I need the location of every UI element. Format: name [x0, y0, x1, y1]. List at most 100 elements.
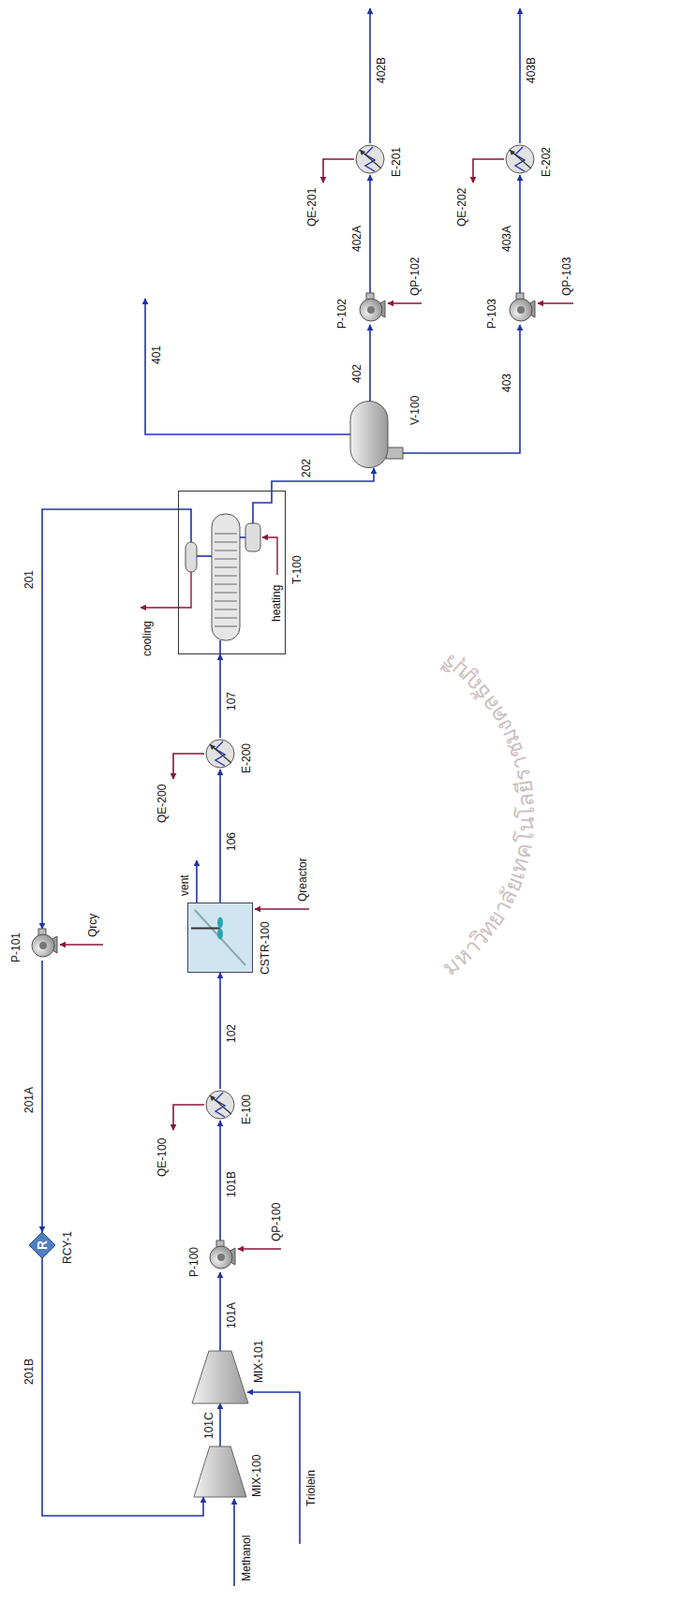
equipment-label: P-102 [335, 298, 349, 329]
stream-label: QE-100 [155, 1139, 169, 1178]
energy-stream [173, 1105, 205, 1131]
recycle-block: RRCY-1 [29, 1232, 56, 1260]
equipment-label: P-100 [187, 1247, 201, 1278]
equipment-label: E-202 [539, 147, 553, 178]
equipment-symbol [354, 143, 386, 176]
heat-exchanger: E-200 [204, 738, 237, 771]
material-stream [219, 1273, 222, 1352]
stream-number: 107 [224, 692, 238, 712]
stream-number: 201A [22, 1087, 36, 1114]
mixer: MIX-101 [192, 1351, 249, 1405]
equipment-symbol [204, 738, 237, 771]
symbol-letter: R [34, 1241, 50, 1251]
pump: P-103 [504, 293, 536, 326]
stream-label: Methanol [239, 1536, 253, 1583]
material-stream [518, 175, 521, 294]
stream-number: 202 [299, 459, 313, 478]
material-stream [41, 961, 44, 1233]
equipment-symbol [354, 293, 386, 326]
stream-number: 101C [202, 1412, 216, 1440]
material-stream [369, 175, 371, 294]
reactor: CSTR-100 [187, 903, 253, 974]
stream-label: QE-201 [305, 188, 319, 227]
product-stream [145, 298, 351, 435]
stream-number: 101A [224, 1303, 238, 1330]
stream-number: 102 [224, 1024, 238, 1044]
separator-vessel: V-100 [344, 400, 403, 469]
energy-stream [473, 159, 505, 183]
equipment-symbol [504, 143, 536, 176]
material-stream [219, 1121, 222, 1242]
equipment-symbol [192, 1351, 249, 1405]
equipment-label: CSTR-100 [258, 921, 272, 976]
feed-stream [233, 1499, 236, 1587]
material-stream [42, 1259, 204, 1517]
energy-stream [59, 944, 104, 947]
equipment-label: MIX-100 [250, 1455, 264, 1498]
equipment-label: P-101 [9, 933, 23, 964]
stream-label: heating [269, 585, 283, 623]
product-stream [518, 8, 521, 144]
equipment-symbol [193, 1447, 247, 1498]
equipment-label: E-201 [389, 147, 403, 178]
equipment-label: V-100 [408, 396, 422, 426]
stream-number: 101B [224, 1171, 238, 1199]
stream-label: Qrcy [86, 914, 100, 938]
equipment-symbol [204, 1089, 237, 1122]
equipment-symbol [344, 400, 403, 469]
energy-stream [237, 1248, 282, 1251]
material-stream [219, 654, 222, 739]
watermark-text: มหาวิทยาลัยเทคโนโลยีราชมงคลธัญบุรี [436, 648, 540, 981]
material-stream [369, 325, 371, 401]
equipment-label: P-103 [485, 298, 499, 329]
material-stream [42, 509, 178, 930]
stream-label: QP-103 [560, 257, 574, 297]
energy-stream [537, 302, 574, 305]
equipment-label: T-100 [290, 555, 304, 585]
pump: P-100 [204, 1241, 237, 1274]
stream-label: 401 [149, 345, 164, 365]
equipment-symbol [204, 1241, 237, 1274]
equipment-label: E-100 [239, 1095, 253, 1126]
stream-number: 201 [22, 570, 36, 590]
pump: P-102 [354, 293, 386, 326]
stream-label: cooling [140, 621, 154, 657]
pump: P-101 [26, 929, 59, 962]
stream-label: 403B [524, 57, 538, 84]
energy-stream [173, 754, 205, 780]
energy-stream [387, 302, 422, 305]
equipment-label: RCY-1 [60, 1231, 75, 1265]
material-stream [219, 770, 222, 904]
feed-stream [247, 1393, 300, 1545]
equipment-label: MIX-101 [252, 1341, 266, 1384]
equipment-symbol [187, 903, 253, 974]
stream-label: QE-202 [455, 188, 469, 227]
material-stream [219, 1404, 222, 1448]
product-stream [369, 8, 371, 144]
equipment-symbol [26, 929, 59, 962]
stream-number: 403 [500, 373, 514, 393]
stream-number: 106 [224, 832, 238, 852]
equipment-symbol [177, 490, 286, 655]
heat-exchanger: E-202 [504, 143, 536, 176]
material-stream [271, 468, 374, 491]
stream-number: 402 [350, 364, 364, 384]
stream-label: QP-102 [408, 257, 422, 297]
material-stream [402, 325, 520, 454]
energy-stream [254, 908, 310, 911]
distillation-column: T-100 [177, 490, 286, 655]
stream-label: QP-100 [269, 1203, 283, 1243]
stream-number: 402A [350, 225, 364, 253]
stream-label: vent [177, 874, 192, 897]
stream-number: 201B [22, 1359, 36, 1386]
material-stream [219, 973, 222, 1090]
watermark: มหาวิทยาลัยเทคโนโลยีราชมงคลธัญบุรี [436, 648, 540, 981]
heat-exchanger: E-201 [354, 143, 386, 176]
energy-stream [323, 159, 355, 183]
mixer: MIX-100 [193, 1447, 247, 1498]
heat-exchanger: E-100 [204, 1089, 237, 1122]
equipment-symbol [504, 293, 536, 326]
